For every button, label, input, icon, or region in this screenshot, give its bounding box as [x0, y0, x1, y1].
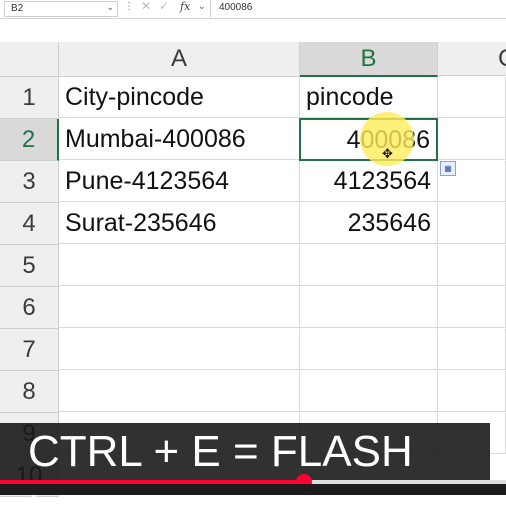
- cell-b1[interactable]: pincode: [300, 77, 438, 118]
- cell-b4[interactable]: 235646: [300, 203, 438, 244]
- cell-b3[interactable]: 4123564: [300, 161, 438, 202]
- ribbon-gap: [0, 19, 506, 42]
- cell-b6[interactable]: [300, 287, 438, 328]
- row-header-3[interactable]: 3: [0, 161, 59, 203]
- caption-banner: CTRL + E = FLASH FILL: [0, 423, 490, 526]
- cell-a6[interactable]: [59, 287, 300, 328]
- cell-b5[interactable]: [300, 245, 438, 286]
- move-cursor-icon: ✥: [382, 146, 393, 161]
- cell-a2[interactable]: Mumbai-400086: [59, 119, 300, 160]
- cell-c2[interactable]: [438, 119, 506, 160]
- cell-a1[interactable]: City-pincode: [59, 77, 300, 118]
- name-box[interactable]: B2 ⌄: [4, 1, 118, 17]
- cell-a8[interactable]: [59, 371, 300, 412]
- flash-fill-options-icon[interactable]: ▦: [440, 161, 456, 176]
- cell-a7[interactable]: [59, 329, 300, 370]
- row-header-4[interactable]: 4: [0, 203, 59, 245]
- row-header-7[interactable]: 7: [0, 329, 59, 371]
- cell-b8[interactable]: [300, 371, 438, 412]
- cell-c4[interactable]: [438, 203, 506, 244]
- row-header-1[interactable]: 1: [0, 77, 59, 119]
- enter-icon[interactable]: ✓: [159, 0, 170, 13]
- chevron-down-icon[interactable]: ⌄: [198, 1, 206, 11]
- cell-b7[interactable]: [300, 329, 438, 370]
- cell-a5[interactable]: [59, 245, 300, 286]
- formula-value: 400086: [219, 2, 253, 13]
- cursor-highlight: [360, 112, 414, 166]
- more-options-icon[interactable]: ⋮: [124, 1, 134, 12]
- insert-function-icon[interactable]: fx: [180, 0, 191, 13]
- chevron-down-icon[interactable]: ⌄: [106, 2, 114, 12]
- cell-c8[interactable]: [438, 371, 506, 412]
- cancel-icon[interactable]: ✕: [141, 0, 152, 13]
- cell-a4[interactable]: Surat-235646: [59, 203, 300, 244]
- cell-c6[interactable]: [438, 287, 506, 328]
- cell-c5[interactable]: [438, 245, 506, 286]
- row-header-8[interactable]: 8: [0, 371, 59, 413]
- row-header-2[interactable]: 2: [0, 119, 59, 161]
- formula-bar: B2 ⌄ ⋮ ✕ ✓ fx ⌄ 400086: [0, 0, 506, 19]
- column-header-a[interactable]: A: [59, 42, 300, 77]
- select-all-corner[interactable]: [0, 42, 59, 77]
- spreadsheet-grid: A B C 1 2 3 4 5 6 7 8 9 10 City-pincode …: [0, 42, 506, 497]
- player-bottom-strip: [0, 484, 506, 495]
- cell-c1[interactable]: [438, 77, 506, 118]
- video-progress-fill: [0, 480, 304, 484]
- row-header-5[interactable]: 5: [0, 245, 59, 287]
- name-box-value: B2: [11, 3, 24, 14]
- row-header-6[interactable]: 6: [0, 287, 59, 329]
- cell-c7[interactable]: [438, 329, 506, 370]
- formula-input[interactable]: 400086: [210, 0, 506, 17]
- column-header-c[interactable]: C: [438, 42, 506, 76]
- caption-text: CTRL + E = FLASH FILL: [28, 427, 413, 526]
- cell-a3[interactable]: Pune-4123564: [59, 161, 300, 202]
- column-header-b[interactable]: B: [300, 42, 438, 77]
